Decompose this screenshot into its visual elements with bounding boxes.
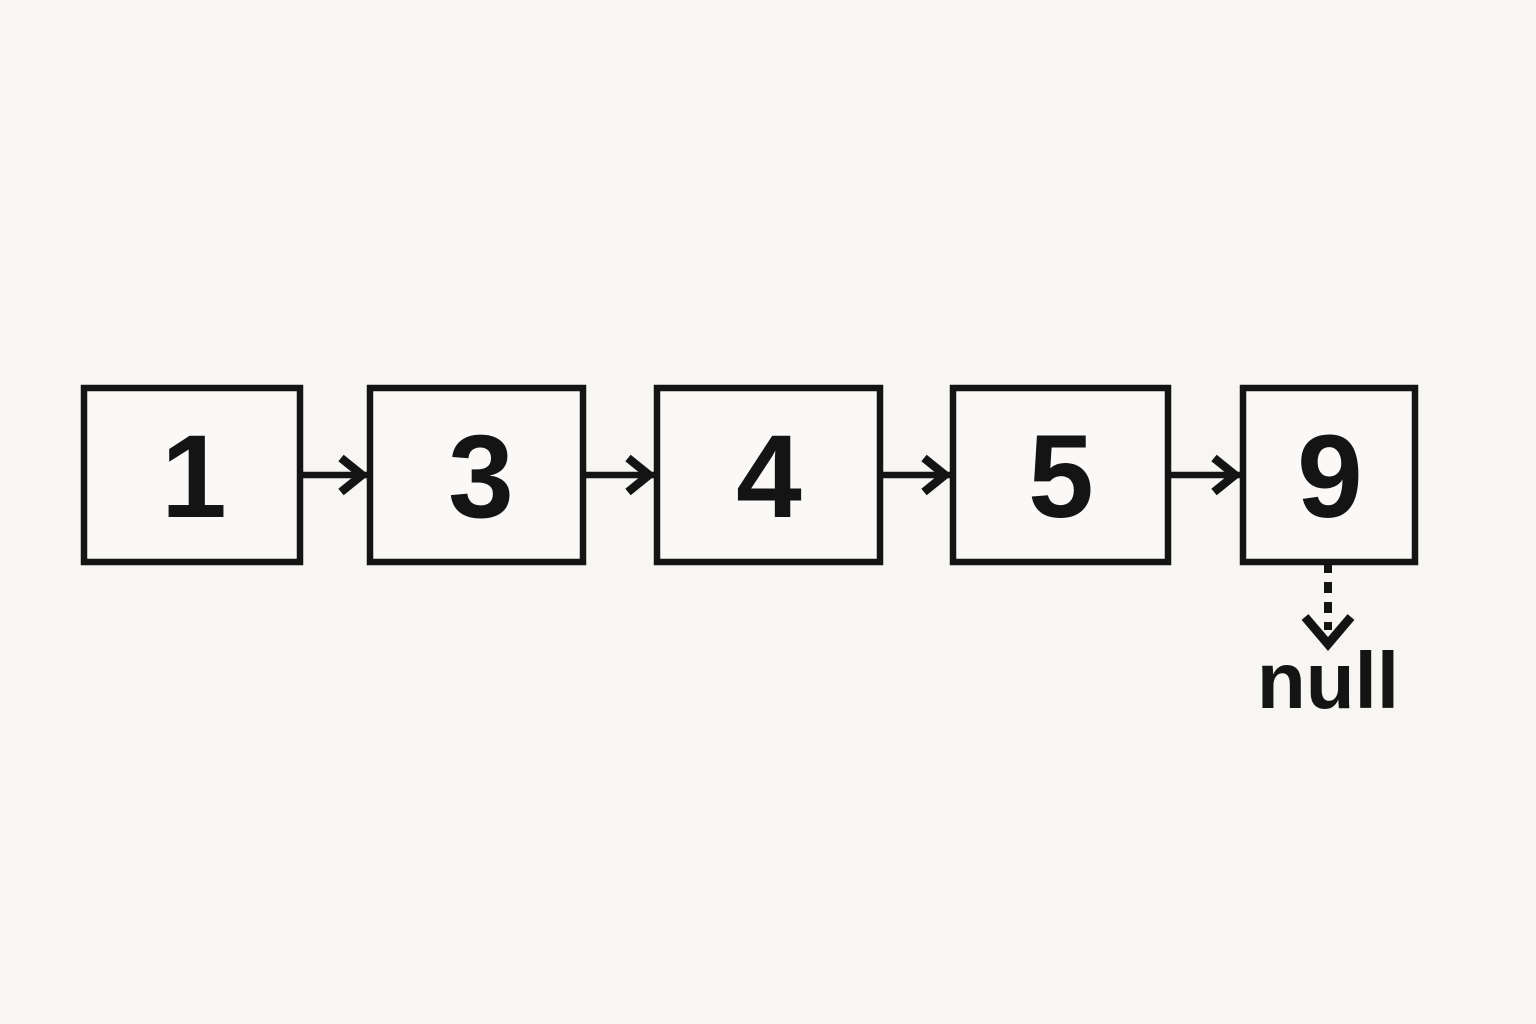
- link-arrowhead-icon: [1211, 454, 1242, 496]
- node-box[interactable]: [949, 384, 1172, 566]
- list-node[interactable]: 1: [80, 384, 304, 566]
- link-arrowhead-icon: [921, 454, 952, 496]
- link-arrowhead-icon: [338, 454, 369, 496]
- list-node[interactable]: 9: [1239, 384, 1419, 566]
- node-value-label: 3: [448, 411, 514, 543]
- node-value-label: 5: [1028, 411, 1094, 543]
- list-node[interactable]: 4: [653, 384, 884, 566]
- link-arrow: [583, 454, 656, 496]
- node-value-label: 9: [1297, 411, 1363, 543]
- link-arrowhead-icon: [625, 454, 656, 496]
- null-label: null: [1257, 636, 1399, 725]
- null-arrowhead-icon: [1301, 614, 1355, 651]
- null-pointer-arrow: [1301, 562, 1355, 651]
- list-node[interactable]: 5: [949, 384, 1172, 566]
- link-arrow: [300, 454, 369, 496]
- list-node[interactable]: 3: [366, 384, 587, 566]
- node-box[interactable]: [80, 384, 304, 566]
- node-value-label: 4: [736, 411, 802, 543]
- node-value-label: 1: [161, 411, 227, 543]
- link-arrow: [880, 454, 952, 496]
- link-arrow: [1168, 454, 1242, 496]
- node-box[interactable]: [653, 384, 884, 566]
